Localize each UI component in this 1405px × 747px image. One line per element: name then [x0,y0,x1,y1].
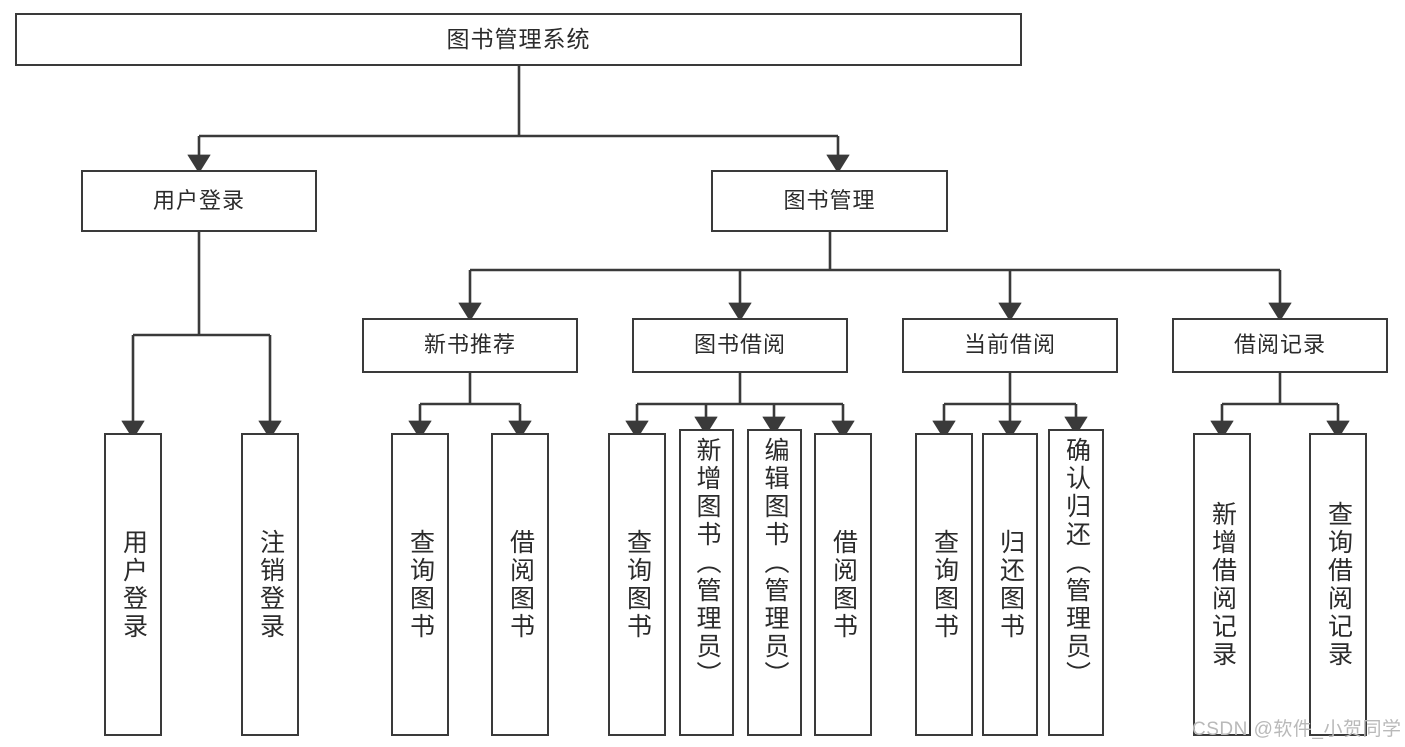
node-book-borrow[interactable]: 图书借阅 [632,318,848,373]
node-leaf-user-login[interactable]: 用户登录 [104,433,162,736]
node-leaf-query-borrow-record[interactable]: 查询借阅记录 [1309,433,1367,736]
node-leaf-query-book-current[interactable]: 查询图书 [915,433,973,736]
node-leaf-edit-book-admin-label: 编辑图书（管理员） [761,437,789,689]
node-book-management[interactable]: 图书管理 [711,170,948,232]
node-borrow-record-label: 借阅记录 [1233,332,1326,358]
node-leaf-confirm-return-admin[interactable]: 确认归还（管理员） [1048,429,1104,736]
node-leaf-add-borrow-record-label: 新增借阅记录 [1208,500,1237,669]
node-leaf-query-book-borrow[interactable]: 查询图书 [608,433,666,736]
node-leaf-return-book-label: 归还图书 [996,528,1025,641]
node-leaf-query-book-borrow-label: 查询图书 [623,528,652,641]
node-book-management-label: 图书管理 [783,187,876,213]
node-book-borrow-label: 图书借阅 [693,332,786,358]
node-leaf-query-borrow-record-label: 查询借阅记录 [1324,500,1353,669]
node-leaf-add-borrow-record[interactable]: 新增借阅记录 [1193,433,1251,736]
node-leaf-logout-label: 注销登录 [256,528,285,641]
watermark-credit: CSDN @软件_小贺同学 [1192,719,1402,740]
node-current-borrow-label: 当前借阅 [963,332,1056,358]
node-leaf-query-book-newbook[interactable]: 查询图书 [391,433,449,736]
node-leaf-confirm-return-admin-label: 确认归还（管理员） [1062,437,1091,689]
node-leaf-borrow-book-newbook[interactable]: 借阅图书 [491,433,549,736]
node-user-login[interactable]: 用户登录 [81,170,317,232]
node-current-borrow[interactable]: 当前借阅 [902,318,1118,373]
node-leaf-borrow-book-label: 借阅图书 [829,528,858,641]
node-leaf-add-book-admin-label: 新增图书（管理员） [693,437,721,689]
node-user-login-label: 用户登录 [152,187,245,213]
node-leaf-query-book-newbook-label: 查询图书 [406,528,435,641]
node-borrow-record[interactable]: 借阅记录 [1172,318,1388,373]
node-leaf-query-book-current-label: 查询图书 [930,528,959,641]
node-new-book-recommend-label: 新书推荐 [423,332,516,358]
node-leaf-borrow-book[interactable]: 借阅图书 [814,433,872,736]
node-root-system[interactable]: 图书管理系统 [15,13,1022,66]
node-new-book-recommend[interactable]: 新书推荐 [362,318,578,373]
node-root-system-label: 图书管理系统 [446,25,591,52]
node-leaf-edit-book-admin[interactable]: 编辑图书（管理员） [747,429,802,736]
node-leaf-logout[interactable]: 注销登录 [241,433,299,736]
node-leaf-borrow-book-newbook-label: 借阅图书 [506,528,535,641]
node-leaf-user-login-label: 用户登录 [119,528,148,641]
node-leaf-add-book-admin[interactable]: 新增图书（管理员） [679,429,734,736]
node-leaf-return-book[interactable]: 归还图书 [982,433,1038,736]
